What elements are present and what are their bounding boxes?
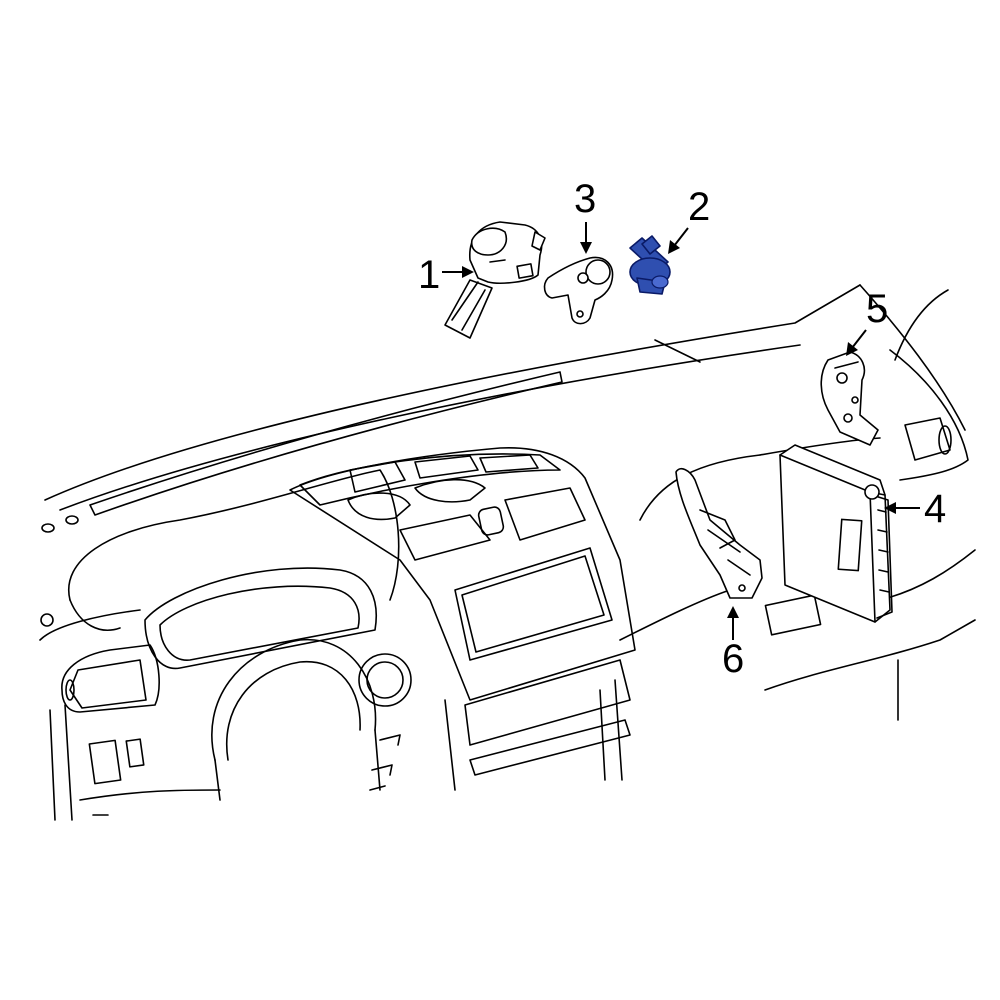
part-2-sensor-highlighted xyxy=(629,235,671,295)
callout-3-label: 3 xyxy=(574,177,596,221)
callout-5-label: 5 xyxy=(866,287,888,331)
arrowhead-2 xyxy=(668,240,680,254)
callout-arrows xyxy=(442,222,920,640)
arrowhead-6 xyxy=(727,606,739,618)
arrow-5 xyxy=(851,329,867,349)
callout-labels: 1 2 3 4 5 6 xyxy=(418,177,946,681)
callout-1-label: 1 xyxy=(418,253,440,297)
part-1-switch xyxy=(444,221,546,339)
arrowhead-3 xyxy=(580,242,592,254)
dashboard-illustration xyxy=(39,284,976,821)
callout-4-label: 4 xyxy=(924,487,946,531)
callout-6-label: 6 xyxy=(722,637,744,681)
part-6-bracket xyxy=(675,468,763,599)
arrowhead-1 xyxy=(462,266,474,278)
arrowhead-4 xyxy=(884,502,896,514)
part-3-sensor xyxy=(543,256,614,325)
arrowhead-5 xyxy=(846,342,858,356)
callout-2-label: 2 xyxy=(688,185,710,229)
part-5-bracket xyxy=(820,351,879,446)
part-4-control-module xyxy=(779,444,893,623)
arrow-2 xyxy=(673,227,689,247)
